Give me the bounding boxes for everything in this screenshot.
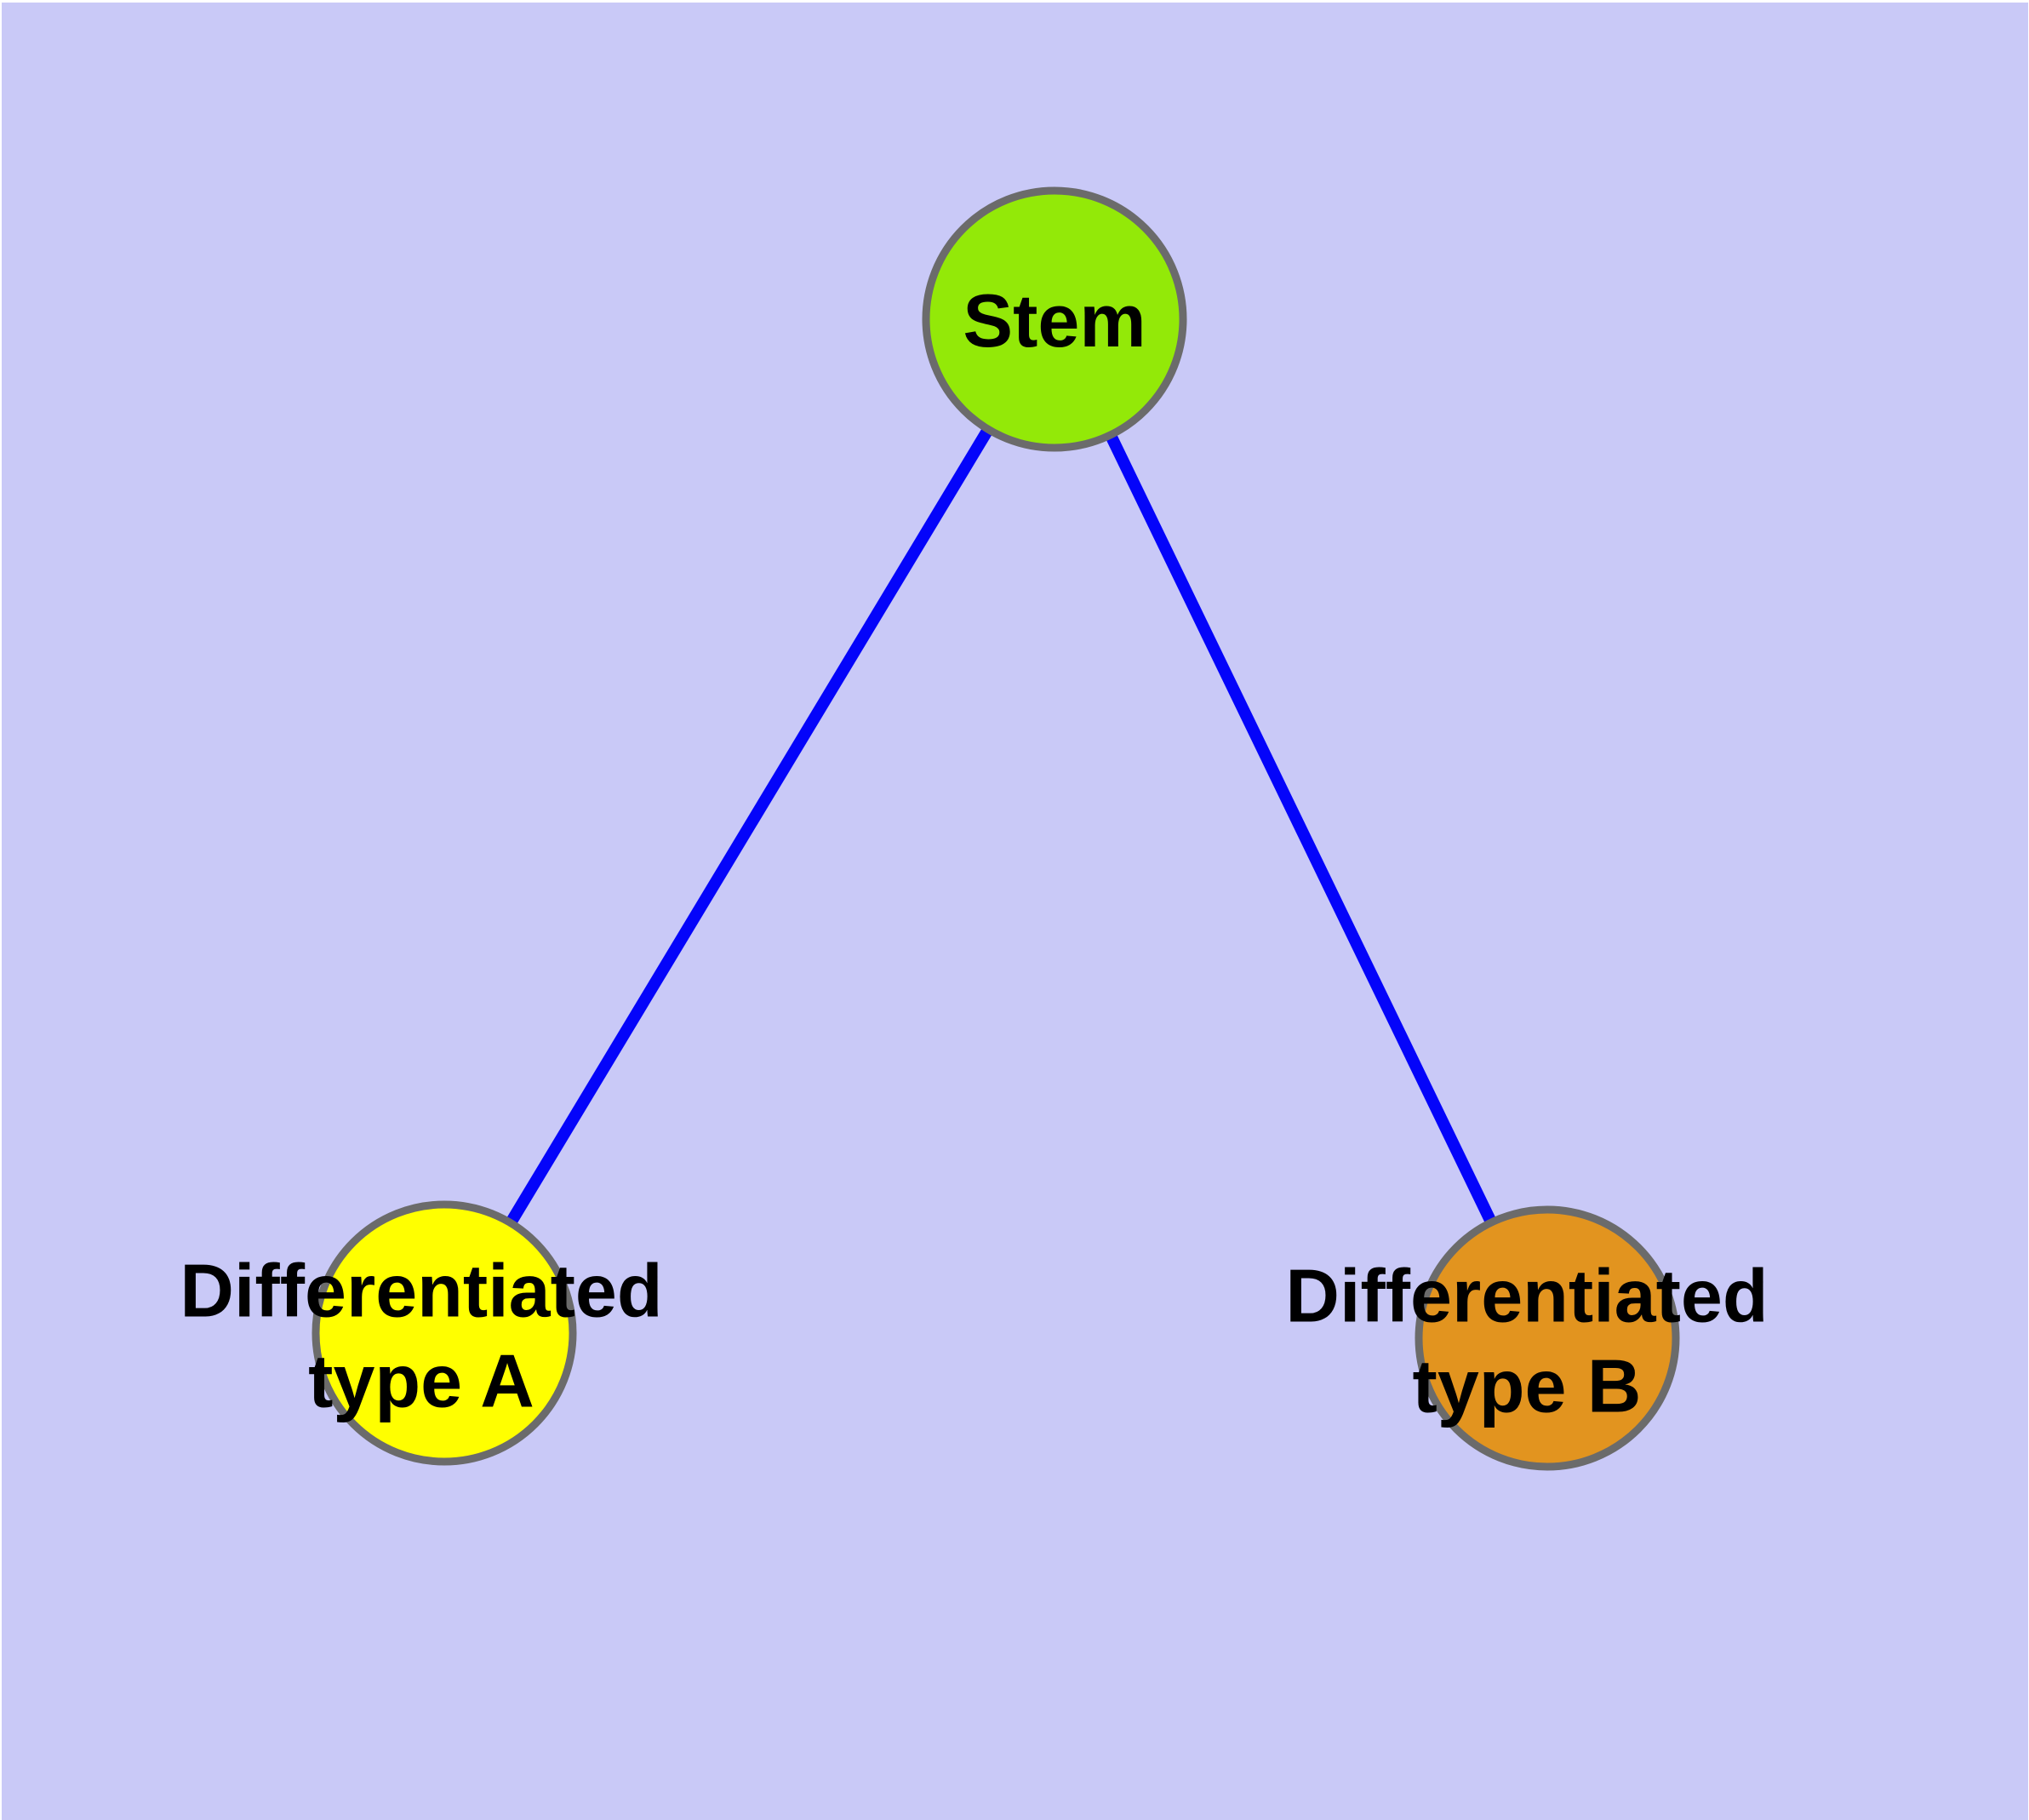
edge-stem-to-type-b bbox=[1049, 316, 1553, 1342]
differentiated-type-a-node-circle bbox=[311, 1200, 577, 1466]
edge-stem-to-type-a bbox=[439, 316, 1060, 1336]
differentiated-type-b-node-circle bbox=[1415, 1205, 1680, 1471]
stem-node-circle bbox=[922, 186, 1187, 452]
top-margin-strip bbox=[0, 0, 2029, 3]
left-margin-strip bbox=[0, 0, 2, 1820]
